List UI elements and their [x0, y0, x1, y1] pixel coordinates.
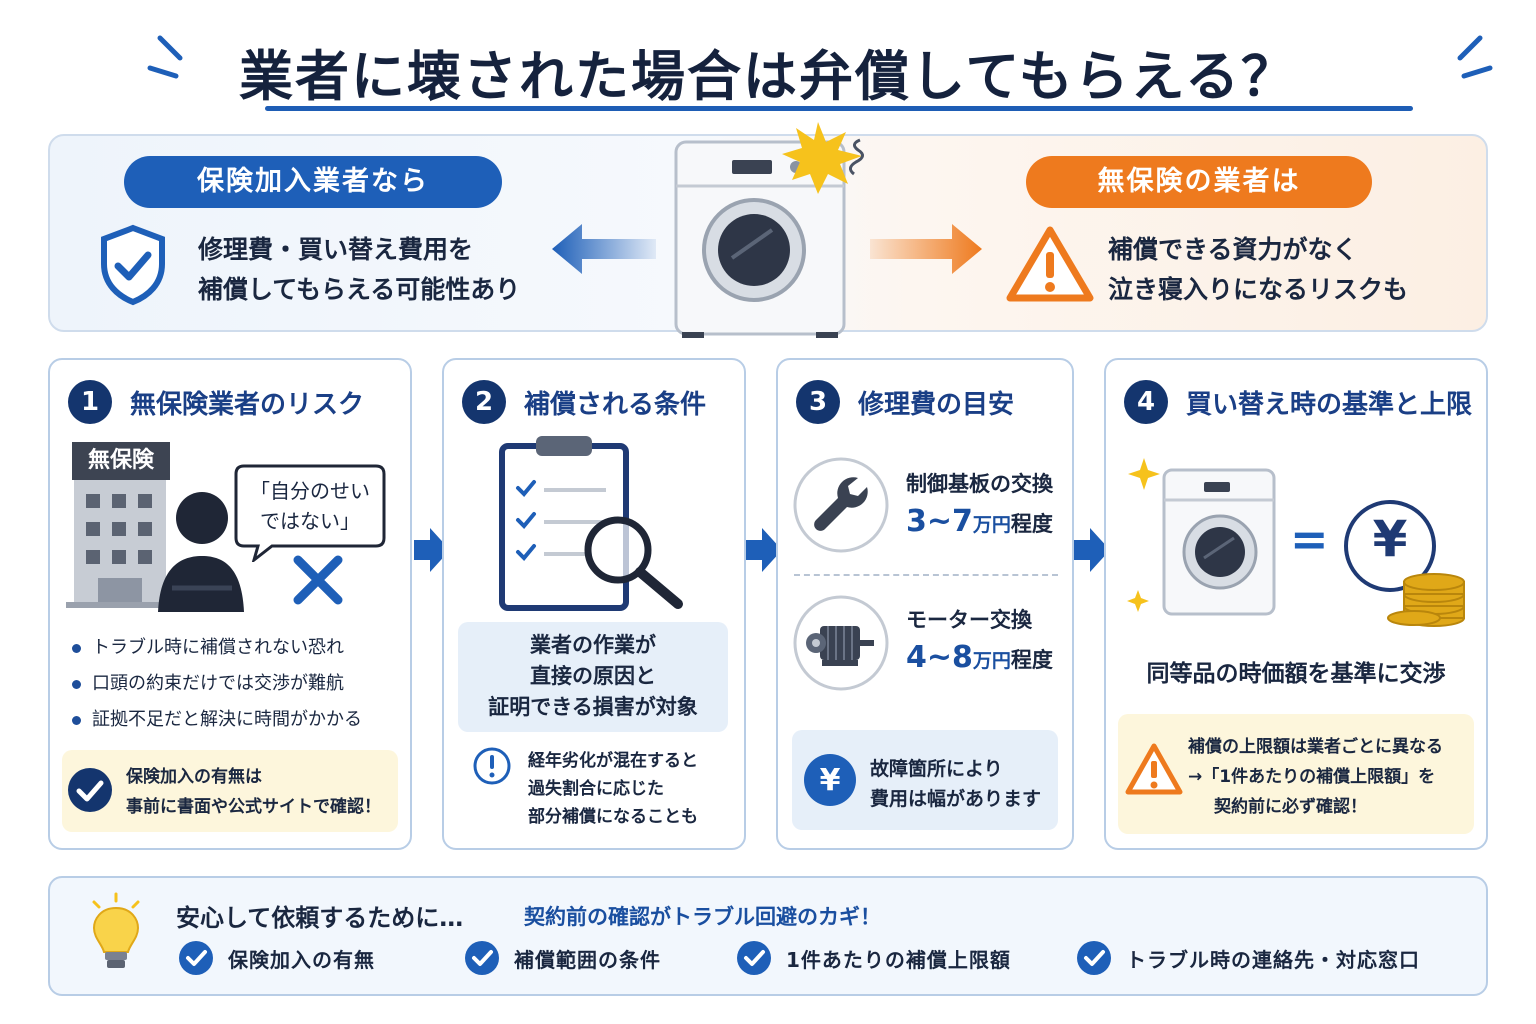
check-circle-icon [465, 941, 499, 975]
note-text-1: 保険加入の有無は [126, 767, 262, 787]
accent-lines-left-icon [147, 35, 183, 79]
check-circle-icon [737, 941, 771, 975]
price-unit: 万円 [972, 650, 1011, 672]
shield-check-icon [101, 224, 165, 306]
washing-machine-icon [674, 122, 864, 338]
bubble-text-1: 「自分のせい [250, 479, 370, 503]
arrow-right-icon [870, 224, 982, 274]
accent-lines-right-icon [1457, 35, 1493, 79]
variation-text-1: 故障箇所により [870, 758, 1003, 780]
card-title: 買い替え時の基準と上限 [1186, 389, 1473, 420]
motor-replace-label: モーター交換 [906, 608, 1032, 632]
warning-triangle-small-icon [1125, 743, 1183, 795]
uninsured-text-1: 補償できる資力がなく [1108, 235, 1358, 264]
limit-note-3: 契約前に必ず確認！ [1214, 797, 1367, 817]
speech-bubble-icon [234, 464, 386, 562]
checklist-item-label: トラブル時の連絡先・対応窓口 [1126, 947, 1420, 972]
yen-coins-icon [1344, 500, 1465, 627]
card-header: 3 修理費の目安 [796, 380, 1014, 424]
insured-text-2: 補償してもらえる可能性あり [198, 275, 521, 304]
card-header: 1 無保険業者のリスク [68, 380, 364, 424]
partial-note-2: 過失割合に応じた [528, 779, 664, 799]
damage-condition-box [458, 622, 728, 732]
card-title: 修理費の目安 [858, 389, 1015, 420]
card-header: 4 買い替え時の基準と上限 [1124, 380, 1472, 424]
flow-arrow-icon [1074, 528, 1110, 572]
step-number: 4 [1124, 380, 1168, 424]
risk-bullet: 口頭の約束だけでは交渉が難航 [70, 666, 362, 702]
motor-icon [793, 595, 889, 691]
card-title: 補償される条件 [524, 389, 707, 420]
warning-triangle-icon [1006, 226, 1094, 302]
replacement-basis-text: 同等品の時価額を基準に交渉 [1146, 661, 1446, 687]
variation-text-2: 費用は幅があります [870, 788, 1042, 810]
risk-bullet: 証拠不足だと解決に時間がかかる [70, 702, 362, 738]
price-range: 4~8 [906, 640, 973, 675]
step-number: 2 [462, 380, 506, 424]
insured-pill: 保険加入業者なら [124, 156, 502, 208]
wrench-icon [793, 457, 889, 553]
checklist-panel [48, 876, 1488, 996]
checklist-item: 保険加入の有無 [178, 940, 375, 976]
price-suffix: 程度 [1010, 512, 1053, 536]
partial-note-1: 経年劣化が混在すると [528, 751, 698, 771]
checklist-heading: 安心して依頼するために… [176, 904, 464, 932]
checklist-subheading: 契約前の確認がトラブル回避のカギ！ [524, 905, 881, 929]
checklist-item-label: 1件あたりの補償上限額 [786, 947, 1011, 972]
yen-symbol: ¥ [1372, 510, 1408, 568]
price-unit: 万円 [972, 514, 1011, 536]
board-replace-price: 3~7万円程度 [906, 504, 1053, 539]
insured-text-1: 修理費・買い替え費用を [198, 235, 474, 264]
limit-note-1: 補償の上限額は業者ごとに異なる [1188, 737, 1443, 757]
limit-note-2: →「1件あたりの補償上限額」を [1188, 767, 1436, 787]
condition-text-2: 直接の原因と [530, 664, 656, 688]
price-range: 3~7 [906, 504, 973, 539]
uninsured-text-2: 泣き寝入りになるリスクも [1108, 275, 1409, 304]
step-number: 3 [796, 380, 840, 424]
building-person-icon [66, 480, 244, 612]
flow-arrow-icon [414, 528, 450, 572]
motor-replace-price: 4~8万円程度 [906, 640, 1053, 675]
condition-text-3: 証明できる損害が対象 [488, 695, 698, 719]
risk-bullet: トラブル時に補償されない恐れ [70, 630, 362, 666]
insurance-check-note [62, 750, 398, 832]
checklist-item: 1件あたりの補償上限額 [736, 940, 1011, 976]
yen-circle-icon: ¥ [804, 754, 856, 806]
card-title: 無保険業者のリスク [130, 389, 365, 420]
uninsured-pill: 無保険の業者は [1026, 156, 1372, 208]
checklist-item-label: 補償範囲の条件 [514, 947, 661, 972]
price-suffix: 程度 [1010, 648, 1053, 672]
page-title: 業者に壊された場合は弁償してもらえる？ [238, 45, 1298, 108]
partial-note-3: 部分補償になることも [528, 807, 698, 827]
uninsured-badge: 無保険 [72, 442, 170, 480]
exclamation-circle-icon [473, 747, 511, 785]
lightbulb-icon [92, 892, 140, 968]
condition-text-1: 業者の作業が [530, 633, 656, 657]
checklist-item-label: 保険加入の有無 [228, 947, 375, 972]
note-text-2: 事前に書面や公式サイトで確認！ [126, 797, 381, 817]
divider [794, 574, 1058, 576]
limit-check-note [1118, 714, 1474, 834]
svg-text:¥: ¥ [820, 763, 841, 798]
step-number: 1 [68, 380, 112, 424]
card-header: 2 補償される条件 [462, 380, 706, 424]
checklist-item: トラブル時の連絡先・対応窓口 [1076, 940, 1420, 976]
washing-machine-sparkle-icon [1127, 458, 1276, 616]
title-underline [265, 106, 1413, 111]
bubble-text-2: ではない」 [260, 509, 360, 533]
title-area: 業者に壊された場合は弁償してもらえる？ [0, 18, 1536, 118]
check-circle-icon [1077, 941, 1111, 975]
arrow-left-icon [552, 224, 656, 274]
risk-bullets: トラブル時に補償されない恐れ 口頭の約束だけでは交渉が難航 証拠不足だと解決に時… [70, 630, 362, 738]
check-circle-icon [179, 941, 213, 975]
check-circle-icon [68, 768, 112, 812]
equals-sign: = [1290, 512, 1329, 566]
board-replace-label: 制御基板の交換 [906, 472, 1053, 496]
clipboard-magnifier-icon [499, 436, 683, 611]
flow-arrow-icon [746, 528, 782, 572]
checklist-item: 補償範囲の条件 [464, 940, 661, 976]
cross-mark-icon [293, 555, 343, 605]
